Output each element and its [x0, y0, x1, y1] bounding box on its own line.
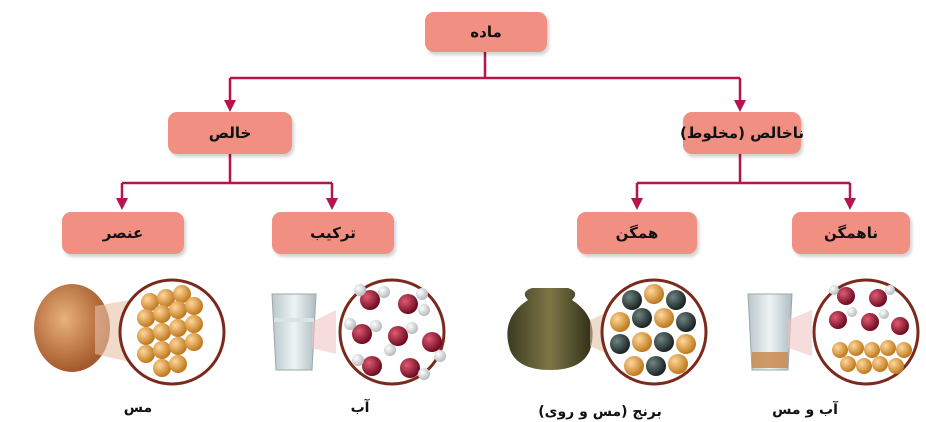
water-glass: [271, 293, 317, 371]
brass-atoms: [610, 284, 696, 376]
arrow-head-element: [116, 198, 128, 210]
arrow-head-homogeneous: [631, 198, 643, 210]
node-heterogeneous: ناهمگن: [792, 212, 910, 254]
node-matter: ماده: [425, 12, 547, 52]
node-homogeneous-label: همگن: [615, 224, 659, 242]
label-water: آب: [350, 400, 370, 416]
brass-vase-illustration: [507, 278, 708, 386]
node-element-label: عنصر: [102, 224, 144, 242]
water-copper-particles: [829, 285, 912, 374]
water-glass-illustration: [271, 278, 446, 386]
node-pure-label: خالص: [208, 124, 252, 142]
node-heterogeneous-label: ناهمگن: [824, 224, 878, 242]
node-matter-label: ماده: [470, 23, 502, 41]
node-impure-label: ناخالص (مخلوط): [680, 124, 804, 142]
copper-coin: [34, 284, 110, 372]
copper-atoms: [137, 285, 203, 377]
label-water-copper: آب و مس: [772, 402, 838, 418]
arrow-head-impure: [734, 100, 746, 112]
node-impure: ناخالص (مخلوط): [680, 112, 804, 154]
arrow-head-compound: [326, 198, 338, 210]
label-copper: مس: [123, 400, 153, 416]
node-pure: خالص: [168, 112, 292, 154]
node-compound: ترکیب: [272, 212, 394, 254]
node-element: عنصر: [62, 212, 184, 254]
node-homogeneous: همگن: [577, 212, 697, 254]
brass-vase: [507, 288, 593, 370]
arrow-head-pure: [224, 100, 236, 112]
label-brass: برنج (مس و روی): [538, 404, 662, 420]
water-copper-illustration: [747, 278, 920, 386]
water-copper-glass: [747, 293, 793, 371]
arrow-head-heterogeneous: [844, 198, 856, 210]
node-compound-label: ترکیب: [310, 224, 356, 242]
water-molecules: [344, 284, 446, 380]
copper-coin-illustration: [34, 278, 226, 386]
illustrations: [34, 278, 920, 386]
